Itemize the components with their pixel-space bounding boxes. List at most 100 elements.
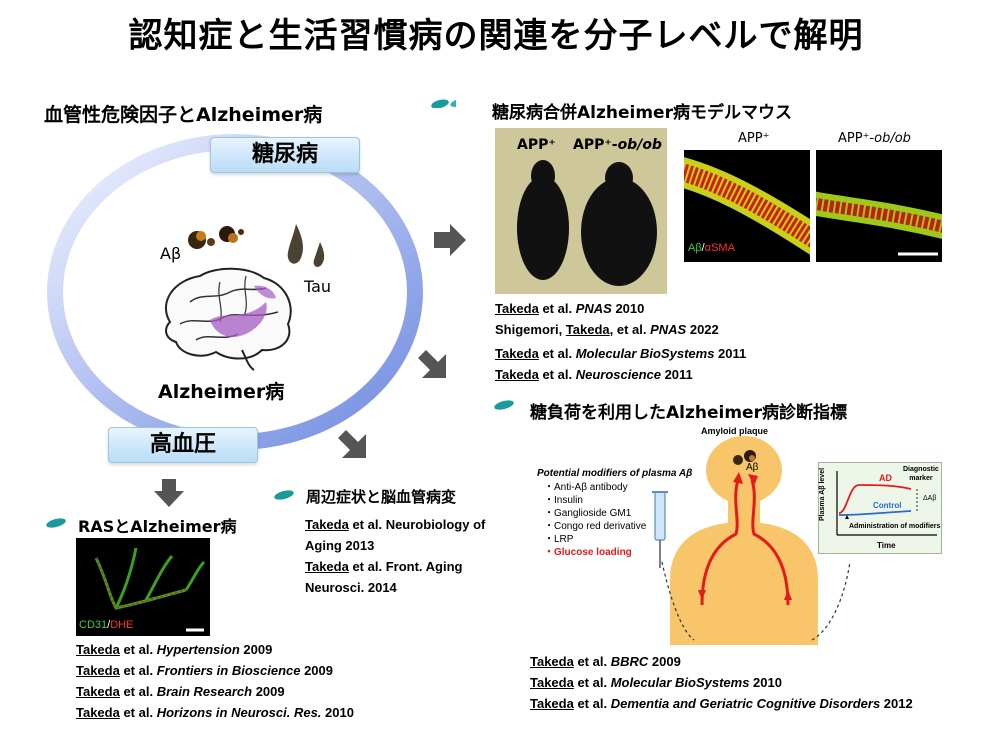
syringe-icon bbox=[652, 491, 668, 568]
modifier-item: ・Anti-Aβ antibody bbox=[544, 482, 628, 493]
modifiers-list: ・Anti-Aβ antibody ・Insulin ・Ganglioside … bbox=[544, 481, 646, 559]
amyloid-plaque-label: Amyloid plaque bbox=[701, 426, 769, 436]
bullet-icon bbox=[274, 490, 294, 500]
ref-etal: et al. bbox=[538, 367, 576, 382]
ref-etal: et al. bbox=[538, 301, 576, 316]
ref-author: Takeda bbox=[305, 559, 349, 574]
graph-marker-line-2: marker bbox=[909, 475, 933, 482]
reference: Shigemori, Takeda, et al. PNAS 2022 bbox=[495, 319, 746, 340]
ref-year: 2009 bbox=[300, 663, 334, 678]
ref-author: Shigemori, bbox=[495, 322, 566, 337]
modifier-item: ・Insulin bbox=[544, 495, 583, 506]
ref-text: et al. Neurobiology of bbox=[348, 517, 486, 532]
plasma-abeta-graph: Plasma Aβ level AD Control ΔAβ Diagnosti… bbox=[818, 462, 942, 554]
modifier-label: Anti-Aβ antibody bbox=[554, 482, 628, 493]
vessel-label-app-obob: APP⁺-ob/ob bbox=[838, 131, 911, 146]
modifier-label: Glucose loading bbox=[554, 547, 632, 558]
modifier-label: LRP bbox=[554, 534, 574, 545]
dhe-label: DHE bbox=[110, 619, 134, 631]
modifier-label: Congo red derivative bbox=[554, 521, 647, 532]
mouse-silhouette bbox=[517, 160, 657, 286]
reference: Takeda et al. PNAS 2010 bbox=[495, 298, 746, 319]
ref-author: Takeda bbox=[530, 696, 574, 711]
reference: Takeda et al. Hypertension 2009 bbox=[76, 639, 354, 660]
vessel-label-genotype: ob/ob bbox=[874, 131, 911, 146]
ref-etal: et al. bbox=[573, 654, 611, 669]
arrow-icon bbox=[338, 430, 366, 458]
modifier-item: ・LRP bbox=[544, 534, 574, 545]
reference: Aging 2013 bbox=[305, 535, 485, 556]
ras-references: Takeda et al. Hypertension 2009 Takeda e… bbox=[76, 639, 354, 723]
ref-etal: et al. bbox=[119, 705, 157, 720]
graph-delta-label: ΔAβ bbox=[923, 495, 937, 502]
bullet-icon bbox=[494, 400, 514, 410]
model-references: Takeda et al. PNAS 2010 Shigemori, Taked… bbox=[495, 298, 746, 385]
page-title: 認知症と生活習慣病の関連を分子レベルで解明 bbox=[128, 16, 864, 56]
graph-control-label: Control bbox=[873, 501, 902, 510]
ras-heading: RASとAlzheimer病 bbox=[78, 517, 237, 536]
ref-journal: Molecular BioSystems bbox=[575, 346, 715, 361]
alzheimer-label: Alzheimer病 bbox=[158, 381, 285, 403]
arrow-icon bbox=[434, 224, 466, 256]
abeta-label: Aβ bbox=[160, 244, 182, 263]
reference: Neurosci. 2014 bbox=[305, 577, 485, 598]
ref-text: et al. Front. Aging bbox=[348, 559, 463, 574]
graph-admin-label: Administration of modifiers bbox=[849, 523, 941, 530]
stain-separator: / bbox=[701, 242, 705, 254]
tau-label: Tau bbox=[304, 277, 332, 296]
ref-journal: PNAS bbox=[575, 301, 612, 316]
graph-plot bbox=[836, 471, 937, 536]
model-mouse-heading: 糖尿病合併Alzheimer病モデルマウス bbox=[492, 103, 792, 123]
reference: Takeda et al. BBRC 2009 bbox=[530, 651, 913, 672]
vessel-label-app: APP⁺ bbox=[738, 131, 770, 146]
modifier-label: Insulin bbox=[554, 495, 583, 506]
modifier-item: ・Ganglioside GM1 bbox=[544, 508, 632, 519]
ref-journal: Horizons in Neurosci. Res. bbox=[156, 705, 322, 720]
ref-etal: et al. bbox=[538, 346, 576, 361]
ref-author: Takeda bbox=[76, 705, 120, 720]
ref-etal: et al. bbox=[119, 663, 157, 678]
mouse-photo: APP⁺ APP⁺-ob/ob bbox=[495, 128, 667, 294]
tau-drop-icon bbox=[287, 224, 325, 267]
ref-journal: PNAS bbox=[650, 322, 687, 337]
dashed-connector bbox=[661, 561, 695, 641]
ref-author: Takeda bbox=[76, 663, 120, 678]
peripheral-references: Takeda et al. Neurobiology of Aging 2013… bbox=[305, 514, 485, 598]
reference: Takeda et al. Dementia and Geriatric Cog… bbox=[530, 693, 913, 714]
ref-year: 2010 bbox=[749, 675, 782, 690]
ref-year: 2011 bbox=[660, 367, 693, 382]
modifiers-title: Potential modifiers of plasma Aβ bbox=[537, 468, 693, 479]
ref-text: Neurosci. 2014 bbox=[305, 580, 397, 595]
graph-ylabel: Plasma Aβ level bbox=[819, 467, 826, 521]
ref-journal: BBRC bbox=[610, 654, 649, 669]
dashed-connector bbox=[811, 561, 851, 641]
human-figure-icon bbox=[670, 436, 818, 645]
ref-author: Takeda bbox=[495, 367, 539, 382]
ref-year: 2011 bbox=[714, 346, 747, 361]
ref-year: 2009 bbox=[648, 654, 681, 669]
mouse-label-genotype: ob/ob bbox=[617, 137, 662, 153]
abeta-small-label: Aβ bbox=[746, 462, 759, 473]
diabetes-pill: 糖尿病 bbox=[210, 137, 360, 173]
diagnosis-heading: 糖負荷を利用したAlzheimer病診断指標 bbox=[530, 403, 847, 423]
vessel-stain-app bbox=[684, 157, 810, 255]
ref-author: Takeda bbox=[495, 346, 539, 361]
ref-year: 2022 bbox=[686, 322, 719, 337]
reference: Takeda et al. Brain Research 2009 bbox=[76, 681, 354, 702]
ref-author-underlined: Takeda bbox=[565, 322, 610, 337]
reference: Takeda et al. Horizons in Neurosci. Res.… bbox=[76, 702, 354, 723]
ras-vessel-image: CD31/DHE bbox=[76, 538, 210, 636]
stain-green-label: Aβ bbox=[688, 242, 702, 254]
ref-journal: Molecular BioSystems bbox=[610, 675, 750, 690]
abeta-clump-icon bbox=[188, 226, 244, 249]
ref-year: 2010 bbox=[321, 705, 354, 720]
vessel-image-app-obob bbox=[816, 150, 942, 262]
vessel-label-prefix: APP⁺- bbox=[838, 131, 875, 146]
ref-year: 2010 bbox=[611, 301, 645, 316]
ref-author: Takeda bbox=[495, 301, 539, 316]
reference: Takeda et al. Frontiers in Bioscience 20… bbox=[76, 660, 354, 681]
ref-author: Takeda bbox=[530, 675, 574, 690]
ref-author: Takeda bbox=[76, 642, 120, 657]
mouse-label-app: APP⁺ bbox=[517, 137, 556, 153]
